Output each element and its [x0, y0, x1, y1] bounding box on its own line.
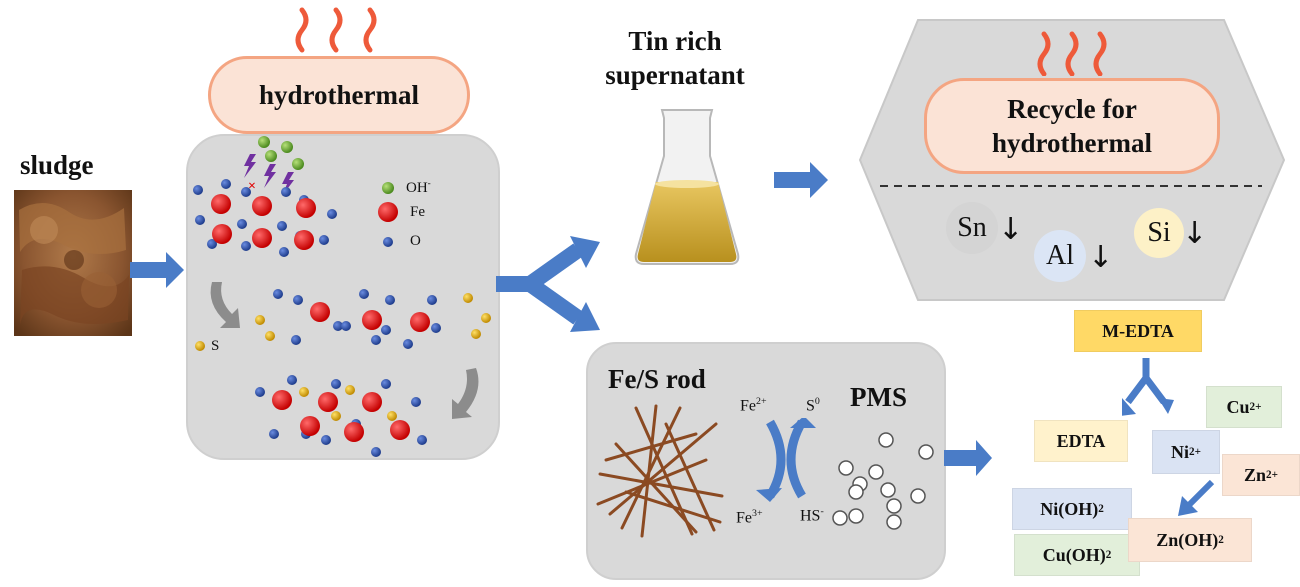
arrow-to-recycle: [774, 162, 828, 198]
precipitation-arrow: [1178, 479, 1215, 516]
silicon-element-circle: Si: [1134, 208, 1184, 258]
medta-tag: M-EDTA: [1074, 310, 1202, 352]
legend-s-label: S: [211, 338, 220, 354]
hydrothermal-oval: hydrothermal: [208, 56, 470, 134]
recycle-oval: Recycle for hydrothermal: [924, 78, 1220, 174]
recycle-line2: hydrothermal: [992, 128, 1152, 158]
silicon-decrease-arrow-icon: ↓: [1182, 216, 1208, 251]
rod-bundle-icon: [596, 404, 724, 538]
pms-particles: [832, 432, 934, 530]
heat-waves-icon: [295, 7, 377, 53]
arrow-sludge-to-reactor: [130, 252, 184, 288]
medta-split-arrow: [1122, 358, 1174, 416]
nioh2-tag: Ni(OH)2: [1012, 488, 1132, 530]
pms-label: PMS: [850, 382, 907, 412]
hydroxide-particles: [258, 136, 304, 170]
s0-label: S0: [806, 396, 820, 415]
legend-markers: [378, 182, 398, 247]
fe3-label: Fe3+: [736, 508, 763, 527]
arrow-to-separation: [944, 440, 992, 476]
beaker-icon: [634, 109, 740, 265]
legend-o-label: O: [410, 233, 421, 249]
sludge-label: sludge: [20, 150, 94, 180]
split-arrow: [496, 236, 600, 332]
fes-panel: [586, 342, 946, 580]
curved-arrow-icon: [210, 282, 479, 419]
recycle-heat-waves-icon: [1037, 31, 1107, 76]
legend-sulfur-marker: [195, 341, 205, 351]
fe2-label: Fe2+: [740, 396, 767, 415]
redox-cycle-arrows-icon: [756, 418, 816, 502]
iron-sulfide-cluster: [255, 375, 427, 457]
sludge-photo: [14, 190, 132, 336]
edta-tag: EDTA: [1034, 420, 1128, 462]
reactor-panel: [186, 134, 500, 460]
iron-oxide-cluster-1: [193, 179, 337, 257]
cuoh2-tag: Cu(OH)2: [1014, 534, 1140, 576]
legend-fe-label: Fe: [410, 204, 425, 220]
aluminum-element-circle: Al: [1034, 230, 1086, 282]
legend-oh-label: OH-: [406, 179, 431, 196]
tin-decrease-arrow-icon: ↓: [998, 212, 1024, 247]
cross-mark-icon: ×: [248, 179, 256, 194]
hydrothermal-label: hydrothermal: [259, 79, 419, 110]
znoh2-tag: Zn(OH)2: [1128, 518, 1252, 562]
supernatant-title: Tin rich supernatant: [605, 26, 745, 90]
iron-oxide-cluster-2: [255, 289, 491, 349]
fes-rod-label: Fe/S rod: [608, 364, 706, 394]
hs-label: HS-: [800, 506, 824, 525]
recycle-line1: Recycle for: [1007, 94, 1137, 124]
aluminum-decrease-arrow-icon: ↓: [1088, 240, 1114, 275]
reactor-particles: ×: [193, 136, 491, 457]
tin-element-circle: Sn: [946, 202, 998, 254]
